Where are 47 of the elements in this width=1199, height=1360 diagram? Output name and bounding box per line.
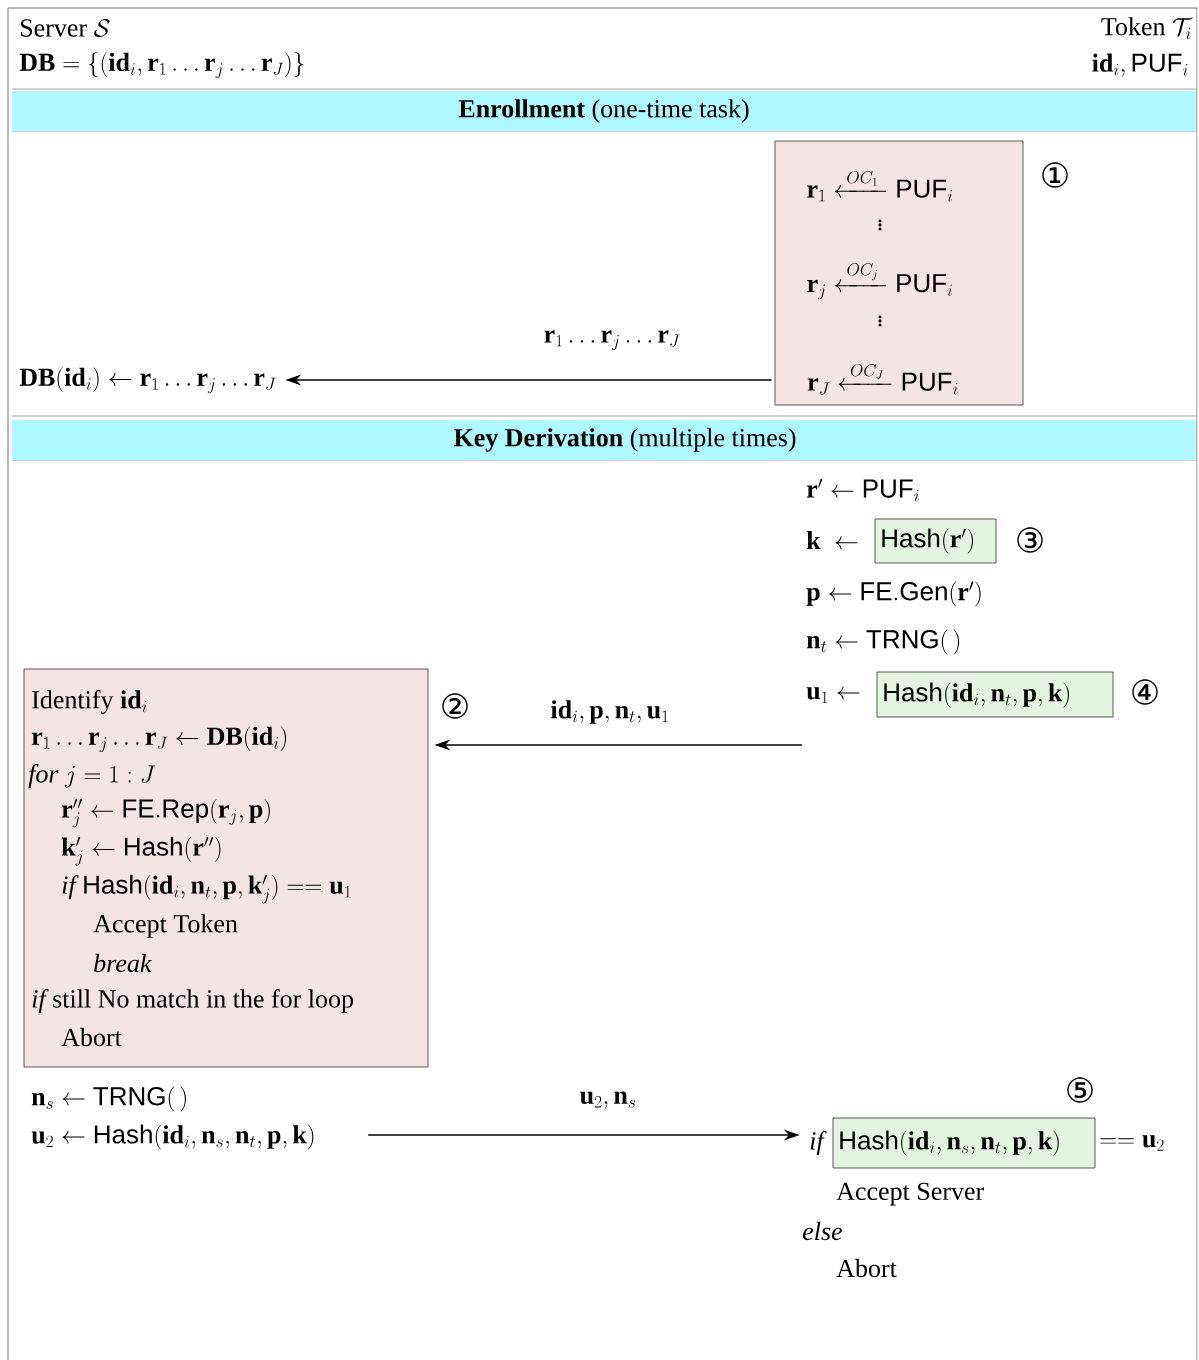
formula-line: $\mathbf{r}_1 \xleftarrow{\;OC_1\;} \mathsf{PUF}_i$ (807, 170, 953, 202)
header-text: $\text{Server }\mathcal{S}$ (20, 18, 110, 38)
formula-line: $\text{Identify }\mathbf{id}_i$ (32, 690, 147, 714)
formula-line: $\mathbf{p} \leftarrow \mathsf{FE.Gen}(\mathbf{r}')$ (806, 581, 981, 607)
formula-line: $\vdots$ (878, 315, 882, 327)
edge-label: $\mathbf{id}_i, \mathbf{p}, \mathbf{n}_t, \mathbf{u}_1$ (549, 699, 671, 725)
formula-line: $\mathbf{r}_J \xleftarrow{\;OC_J\;} \mathsf{PUF}_i$ (807, 363, 958, 395)
formula-line: $\textit{if}\text{ still No match in the for loop}$ (32, 989, 353, 1013)
formula-line: $\mathsf{Hash}(\mathbf{r}')$ (882, 528, 974, 554)
formula-line: Key Derivation (multiple times) (453, 428, 796, 452)
formula-line: $\textit{else}$ (803, 1221, 843, 1241)
header-text: $\text{Token }\mathcal{T}_i$ (1101, 17, 1193, 40)
formula-line: $\mathbf{n}_s \leftarrow \mathsf{TRNG}(\,)$ (31, 1086, 186, 1112)
formula-line: $\mathbf{k}'_j \leftarrow \mathsf{Hash}(\mathbf{r}'')$ (61, 836, 221, 866)
formula-line: $\text{Abort}$ (61, 1027, 122, 1047)
formula-line: $\textit{if}$ (810, 1131, 827, 1155)
formula-line: $\mathbf{r}''_j \leftarrow \mathsf{FE.Rep}(\mathbf{r}_j, \mathbf{p})$ (61, 798, 270, 828)
formula-line: $\mathbf{u}_1 \leftarrow$ (806, 686, 860, 703)
section-band (12, 420, 1196, 460)
formula-line: $\text{Abort}$ (836, 1258, 897, 1278)
header-text: $\mathbf{DB} = \{(\mathbf{id}_i, \mathbf{r}_1 \ldots \mathbf{r}_j \ldots \mathbf{r}_J)\}$ (19, 52, 304, 79)
formula-line: $\mathsf{Hash}(\mathbf{id}_i, \mathbf{n}_t, \mathbf{p}, \mathbf{k})$ (884, 682, 1069, 708)
formula-line: $\mathsf{Hash}(\mathbf{id}_i, \mathbf{n}_s, \mathbf{n}_t, \mathbf{p}, \mathbf{k})$ (840, 1130, 1059, 1156)
formula-line: $\text{Accept Token}$ (93, 914, 238, 938)
step-number: ③ (1017, 527, 1043, 553)
formula-line: $\textit{for}\ j = 1 : J$ (28, 764, 156, 788)
formula-line: $\vdots$ (878, 219, 882, 231)
formula-line: $\mathbf{r}_1 \ldots \mathbf{r}_j \ldots \mathbf{r}_J \leftarrow \mathbf{DB}(\mathbf{id}_i)$ (31, 726, 287, 753)
formula-line: $\text{Accept Server}$ (836, 1182, 984, 1206)
step-number: ② (442, 693, 468, 719)
formula-line: $== \mathbf{u}_2$ (1100, 1135, 1164, 1151)
formula-line: $\mathbf{DB}(\mathbf{id}_i) \leftarrow \mathbf{r}_1 \ldots \mathbf{r}_j \ldots \mathbf{r}_J$ (19, 367, 276, 394)
formula-line: $\mathbf{n}_t \leftarrow \mathsf{TRNG}(\,)$ (806, 629, 960, 655)
formula-line: $\textit{if}\ \mathsf{Hash}(\mathbf{id}_i, \mathbf{n}_t, \mathbf{p}, \mathbf{k}'_j) == \mathbf{u}_1$ (62, 874, 351, 904)
header-text: $\mathbf{id}_i, \mathsf{PUF}_i$ (1092, 53, 1188, 77)
formula-line: $\mathbf{r}' \leftarrow \mathsf{PUF}_i$ (806, 478, 919, 502)
edge-label: $\mathbf{u}_2, \mathbf{n}_s$ (578, 1090, 638, 1110)
step-number: ① (1042, 162, 1068, 188)
formula-line: $\textit{break}$ (94, 953, 152, 973)
formula-line: $\mathbf{u}_2 \leftarrow \mathsf{Hash}(\mathbf{id}_i, \mathbf{n}_s, \mathbf{n}_t, \mathbf{p}, \mathbf{k})$ (31, 1124, 314, 1150)
step-number: ④ (1132, 679, 1158, 705)
formula-line: $\mathbf{r}_j \xleftarrow{\;OC_j\;} \mathsf{PUF}_i$ (807, 263, 952, 300)
formula-line: Enrollment (one-time task) (458, 99, 749, 123)
formula-line: $\mathbf{k}\ \leftarrow$ (806, 531, 858, 550)
step-number: ⑤ (1067, 1077, 1093, 1103)
section-band (12, 91, 1196, 131)
edge-label: $\mathbf{r}_1 \ldots \mathbf{r}_j \ldots \mathbf{r}_J$ (542, 329, 682, 351)
